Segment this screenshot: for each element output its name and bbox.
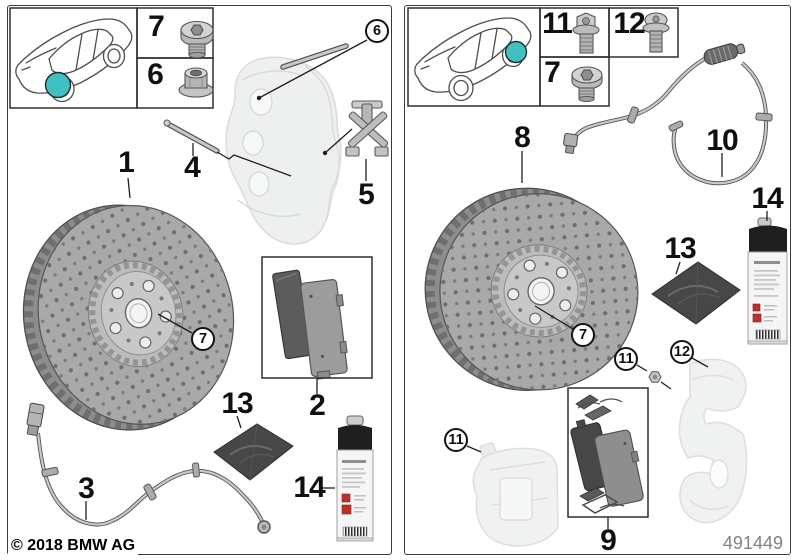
callout-6-pad-pin[interactable]: 6 — [365, 19, 389, 43]
rear-paste-sachet — [651, 261, 741, 325]
rear-carrier-ghost — [678, 358, 748, 524]
rear-fastener-12-box — [608, 7, 679, 58]
callout-3-wear-sensor[interactable]: 3 — [78, 472, 95, 505]
rear-fastener-7-box — [539, 56, 610, 107]
callout-14-cleaner-front[interactable]: 14 — [293, 471, 325, 504]
callout-13-paste-rear[interactable]: 13 — [664, 232, 696, 265]
wheel-bolt-holes — [109, 279, 172, 349]
callout-4-guide-pin[interactable]: 4 — [184, 151, 201, 184]
callout-7-hub-rear[interactable]: 7 — [571, 323, 595, 347]
callout-7-hub-front[interactable]: 7 — [191, 327, 215, 351]
callout-11-caliper-bolt-top[interactable]: 11 — [614, 347, 638, 371]
front-brake-pads — [272, 269, 348, 380]
callout-5-retaining-spring[interactable]: 5 — [358, 178, 375, 211]
retaining-spring-part — [345, 100, 389, 157]
callout-9-pad-set[interactable]: 9 — [600, 524, 617, 557]
inset-label-7-rear: 7 — [544, 56, 561, 89]
countersunk-screw-plug-icon — [180, 20, 214, 59]
rear-caliper-ghost — [472, 441, 559, 547]
flange-nut-icon — [178, 67, 214, 98]
callout-8-brake-disc[interactable]: 8 — [514, 121, 531, 154]
inset-label-12-rear: 12 — [613, 7, 645, 40]
callout-12-carrier-bolt[interactable]: 12 — [670, 340, 694, 364]
guide-pin-part — [163, 119, 220, 154]
front-caliper-ghost — [225, 56, 342, 245]
callout-2-brake-pads[interactable]: 2 — [309, 389, 326, 422]
rear-wheel-highlight — [504, 40, 528, 64]
hex-flange-bolt-icon — [572, 12, 600, 54]
callout-1-brake-disc[interactable]: 1 — [118, 146, 135, 179]
front-brake-panel — [7, 5, 392, 555]
inset-borders — [9, 7, 679, 109]
front-cleaner-can — [336, 415, 374, 542]
inset-label-6-front: 6 — [147, 58, 164, 91]
small-bolt-part — [648, 371, 662, 383]
diagram-code: 491449 — [722, 533, 783, 553]
front-wear-sensor — [26, 402, 271, 534]
callout-11-caliper-bolt-left[interactable]: 11 — [444, 428, 468, 452]
countersunk-screw-plug-icon — [571, 66, 603, 103]
torx-washer-screw-icon — [642, 12, 670, 53]
pad-pin-part — [280, 43, 349, 70]
front-paste-sachet — [213, 423, 294, 481]
inset-label-7-front: 7 — [148, 10, 165, 43]
callout-14-cleaner-rear[interactable]: 14 — [751, 182, 783, 215]
front-fastener-6-box — [136, 57, 214, 109]
rear-wear-sensor — [563, 43, 773, 186]
copyright-text: © 2018 BMW AG — [8, 537, 139, 555]
callout-13-paste-front[interactable]: 13 — [221, 387, 253, 420]
rear-brake-panel — [404, 5, 791, 555]
leader-lines — [85, 39, 768, 529]
rear-cleaner-can — [747, 217, 788, 345]
callout-10-wear-sensor[interactable]: 10 — [706, 124, 738, 157]
inset-label-11-rear: 11 — [542, 7, 573, 40]
front-brake-disc — [22, 204, 235, 431]
wheel-bolt-holes — [507, 259, 572, 325]
front-wheel-highlight — [44, 71, 72, 99]
rear-pad-kit — [570, 394, 644, 514]
